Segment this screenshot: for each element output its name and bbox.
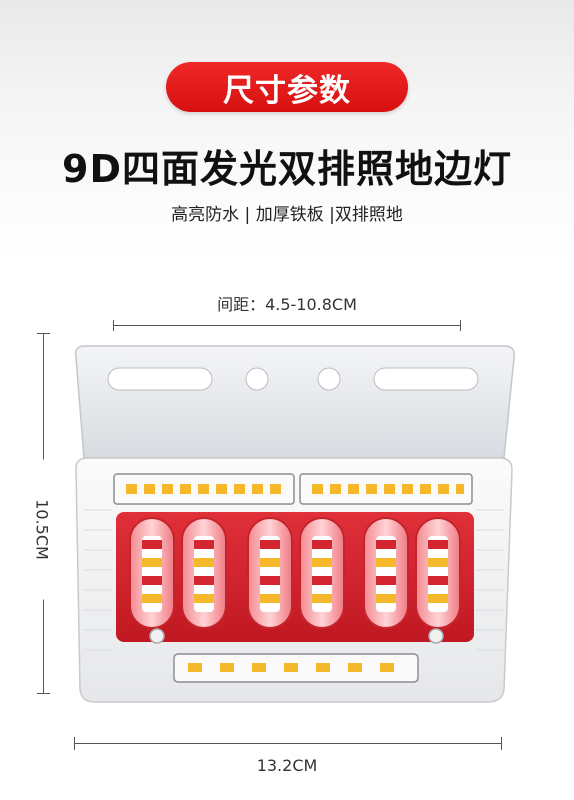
spacing-dimension-label: 间距：4.5-10.8CM [217,295,357,314]
width-dimension-label: 13.2CM [256,756,318,775]
product-title: 9D四面发光双排照地边灯 [62,147,512,191]
bottom-led-strip [173,653,419,683]
spacing-dimension-cap-left [113,320,114,331]
width-dimension-cap-right [501,737,502,750]
spacing-dimension-cap-right [460,320,461,331]
section-badge: 尺寸参数 [166,62,408,112]
section-badge-label: 尺寸参数 [223,72,351,109]
width-dimension-line [74,743,502,744]
background-gradient [0,0,574,260]
mounting-plate [74,345,516,459]
height-dimension-label: 10.5CM [32,459,52,600]
screws [149,628,444,644]
product-subtitle: 高亮防水 | 加厚铁板 |双排照地 [171,205,403,225]
width-dimension-cap-left [74,737,75,750]
red-lens [116,512,474,642]
top-led-strips [113,473,473,505]
height-dimension-cap-bottom [37,693,50,694]
side-marker-lamp-illustration [74,345,516,703]
height-dimension-cap-top [37,333,50,334]
spacing-dimension-line [113,325,461,326]
